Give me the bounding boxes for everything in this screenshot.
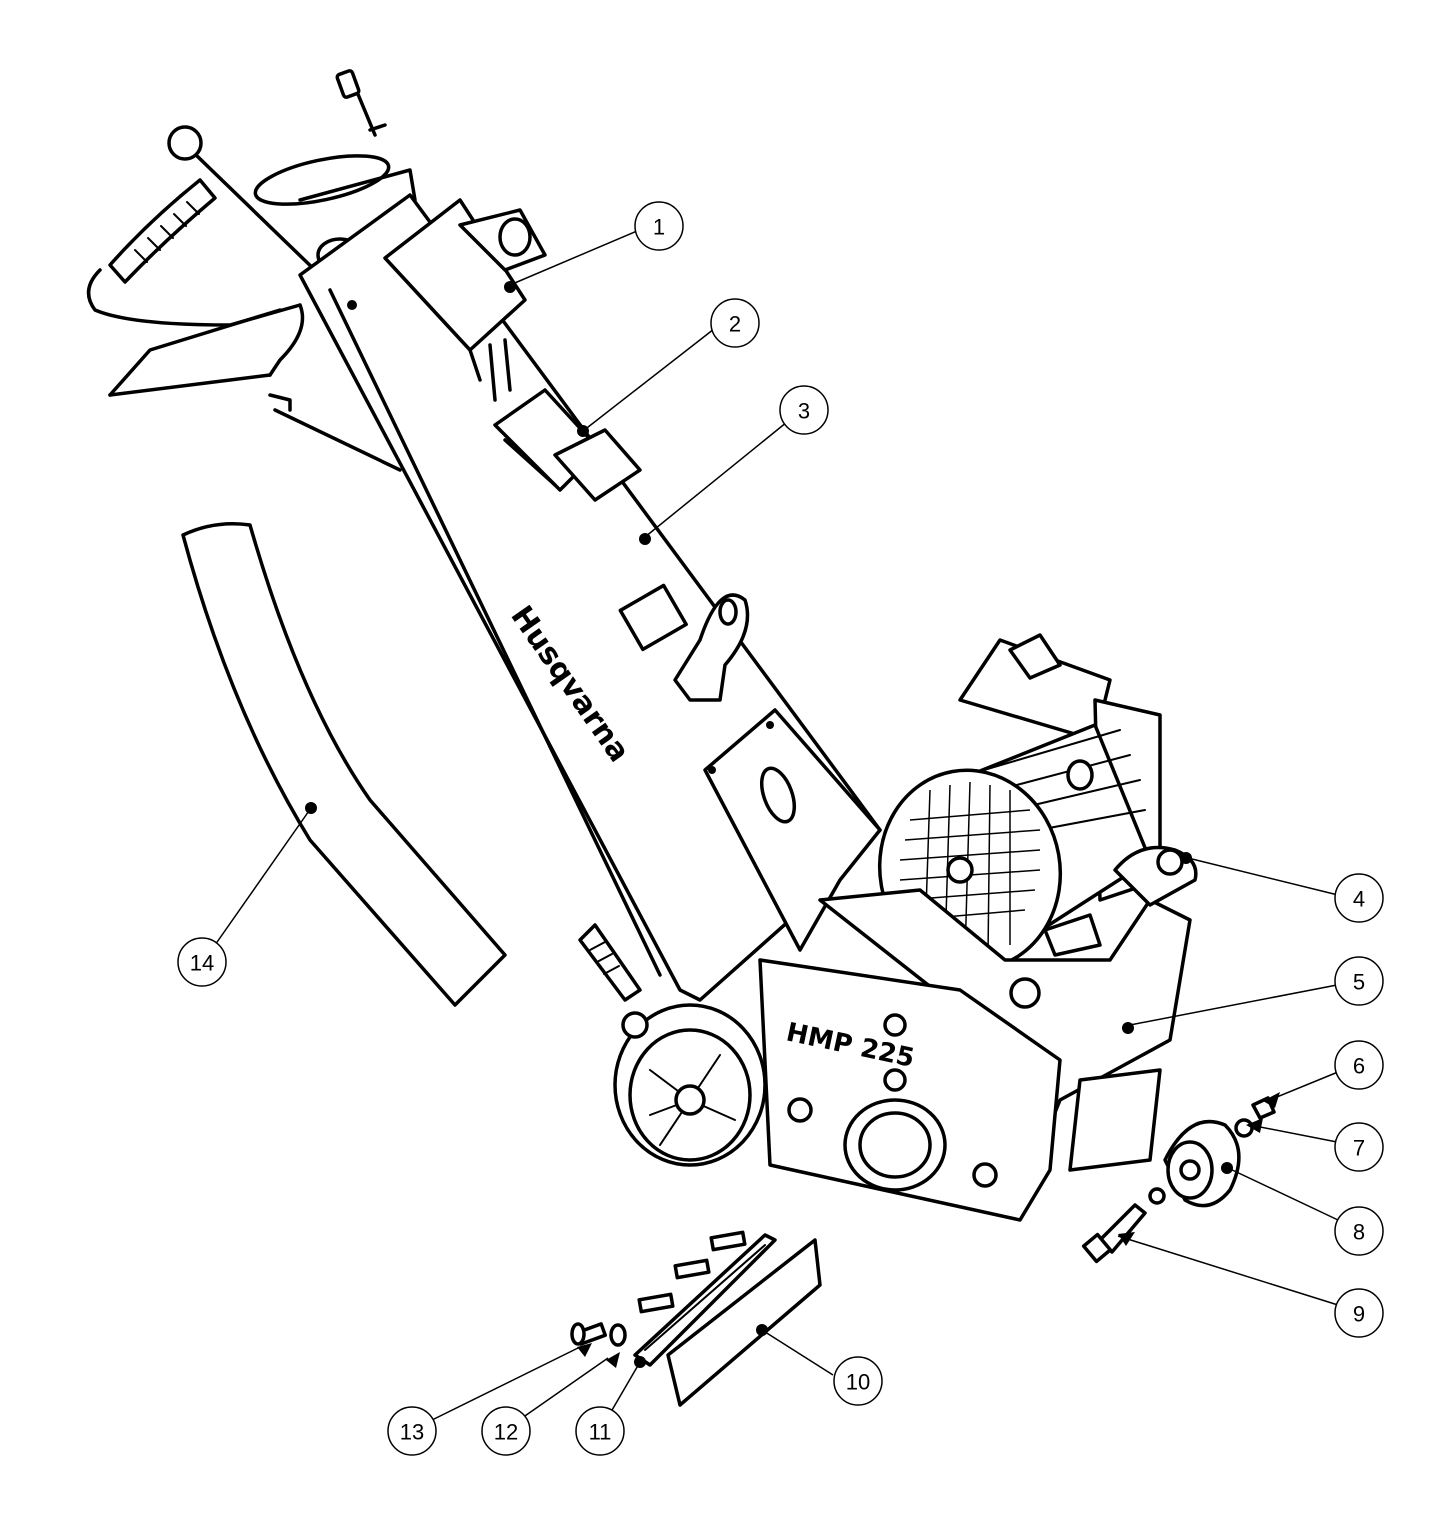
callout-12: 12: [481, 1406, 531, 1456]
callout-6: 6: [1334, 1040, 1384, 1090]
leader-markers: [305, 281, 1280, 1368]
callout-label-4: 4: [1353, 887, 1365, 912]
callout-label-5: 5: [1353, 970, 1365, 995]
callout-label-3: 3: [798, 399, 810, 424]
leader-lines: [214, 230, 1339, 1423]
callout-9: 9: [1334, 1288, 1384, 1338]
callout-5: 5: [1334, 956, 1384, 1006]
callout-3: 3: [779, 385, 829, 435]
callout-4: 4: [1334, 873, 1384, 923]
callout-10: 10: [833, 1356, 883, 1406]
callout-8: 8: [1334, 1206, 1384, 1256]
callout-label-11: 11: [589, 1420, 612, 1445]
main-frame: Husqvarna: [298, 193, 882, 1002]
callout-label-13: 13: [400, 1420, 424, 1445]
callout-label-12: 12: [494, 1420, 518, 1445]
plug: [493, 388, 642, 502]
switch-box: [383, 198, 547, 402]
callout-2: 2: [710, 298, 760, 348]
callout-label-6: 6: [1353, 1054, 1365, 1079]
handle-assembly: [86, 69, 417, 472]
drum-housing: HMP 225: [758, 845, 1198, 1222]
roller-parts: [1081, 1096, 1276, 1264]
callout-13: 13: [387, 1406, 437, 1456]
callout-label-9: 9: [1353, 1302, 1365, 1327]
callout-label-1: 1: [653, 215, 665, 240]
callout-label-14: 14: [190, 951, 214, 976]
callout-14: 14: [177, 937, 227, 987]
blade-parts: [570, 1230, 822, 1407]
callout-11: 11: [575, 1406, 625, 1456]
callout-label-7: 7: [1353, 1136, 1365, 1161]
callout-label-2: 2: [729, 312, 741, 337]
callout-label-8: 8: [1353, 1220, 1365, 1245]
hose: [181, 522, 507, 1007]
callout-label-10: 10: [846, 1370, 870, 1395]
callout-7: 7: [1334, 1122, 1384, 1172]
front-wheel: [578, 923, 767, 1167]
callout-1: 1: [634, 201, 684, 251]
